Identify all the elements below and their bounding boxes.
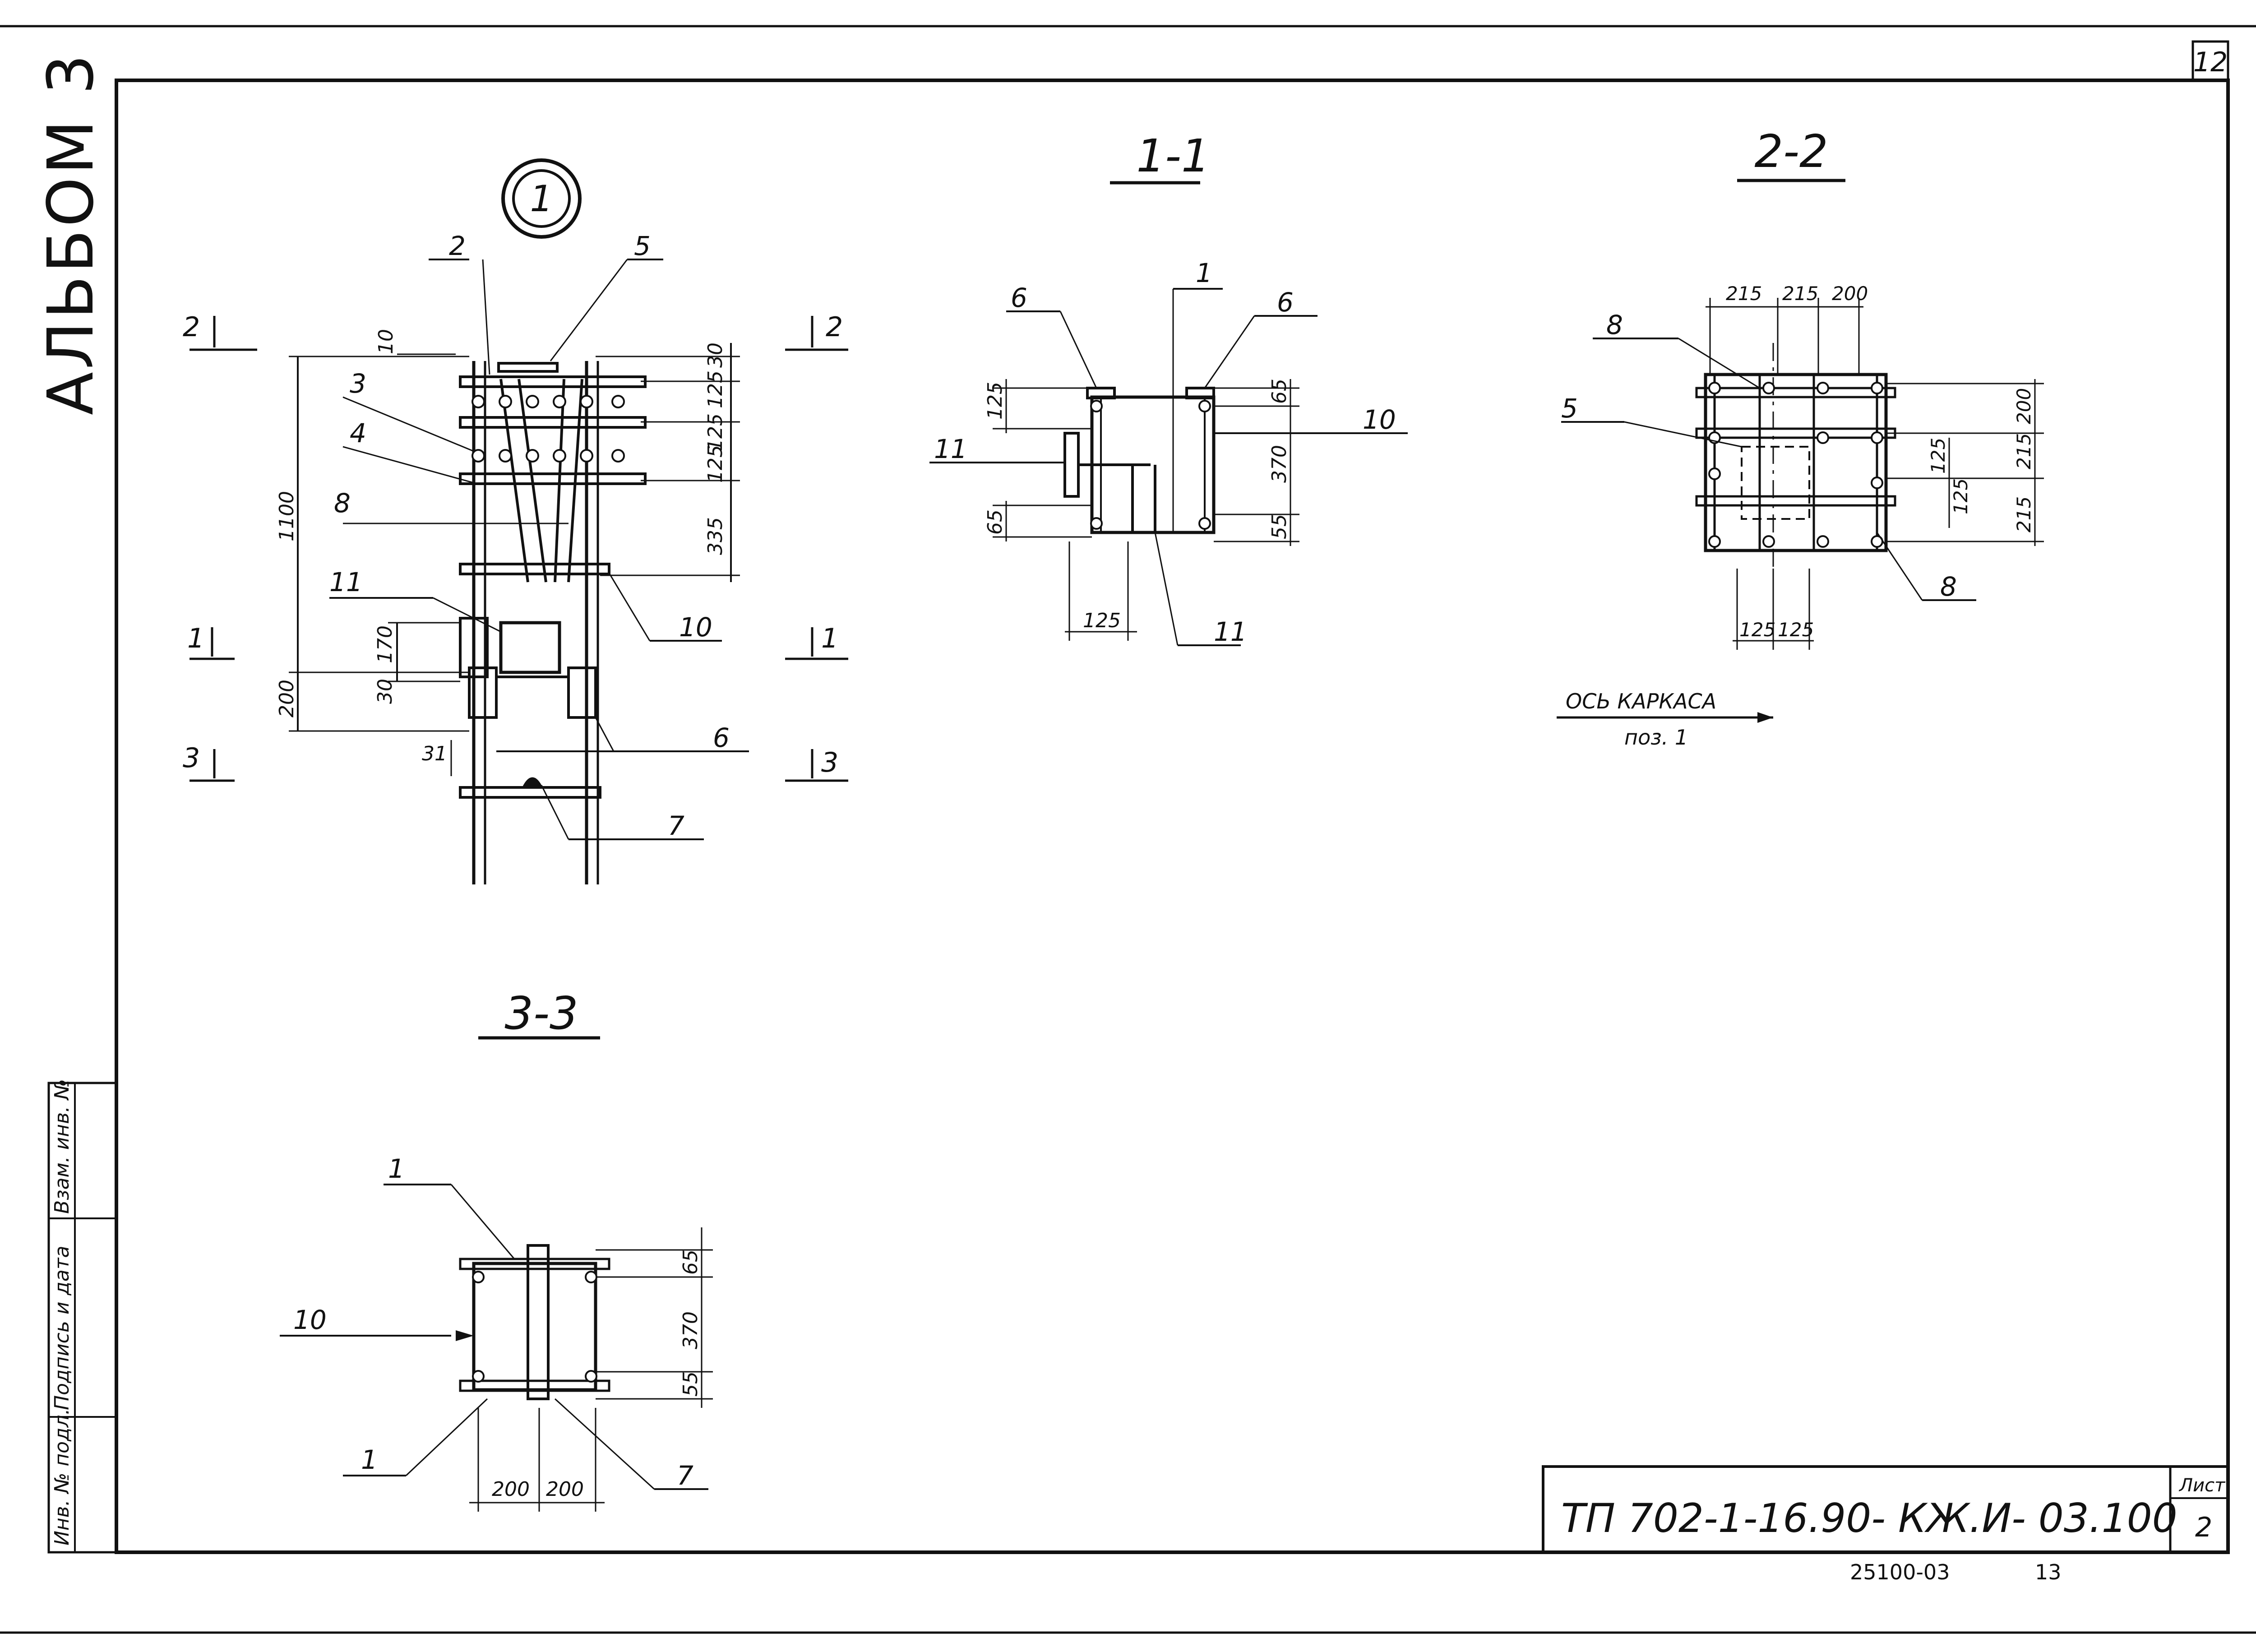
d1-dim-335: 335: [704, 517, 727, 555]
s22-leader-8b: 8: [1940, 571, 1957, 602]
s11-dim-125b: 125: [1083, 609, 1121, 632]
s33-dim-370: 370: [679, 1311, 702, 1349]
cut-mark-2-right: 2: [826, 311, 843, 343]
d1-leader-6: 6: [713, 722, 730, 753]
stamp-sign-date: Подпись и дата: [51, 1246, 74, 1410]
sheet-number: 2: [2195, 1512, 2212, 1543]
s33-dim-200a: 200: [492, 1478, 530, 1501]
cut-mark-2-left: 2: [183, 311, 200, 343]
cut-mark-3-right: 3: [821, 747, 838, 778]
d1-leader-2: 2: [449, 231, 466, 261]
s33-dim-200b: 200: [546, 1478, 584, 1501]
s11-dim-370: 370: [1268, 445, 1291, 483]
s22-dim-right-125b: 125: [1950, 478, 1972, 514]
detail-1-elevation: 1: [183, 158, 848, 884]
d1-dim-125a: 125: [704, 370, 727, 408]
d1-leader-8: 8: [334, 488, 351, 518]
s11-dim-65a: 65: [1268, 379, 1291, 404]
s11-dim-55: 55: [1268, 514, 1291, 539]
s22-dim-right-215b: 215: [2013, 496, 2035, 532]
d1-dim-30: 30: [704, 342, 727, 368]
cut-mark-1-left: 1: [187, 623, 204, 654]
s22-dim-right-200: 200: [2013, 388, 2035, 424]
s22-dim-bottom-125b: 125: [1778, 619, 1814, 641]
s22-dim-right-215a: 215: [2013, 433, 2035, 469]
d1-dim-30b: 30: [374, 679, 397, 704]
s33-leader-7: 7: [677, 1460, 693, 1491]
section-3-3: 3-3 65 370 55 200 200: [280, 987, 713, 1512]
s11-leader-1: 1: [1196, 258, 1212, 288]
drawing-code: ТП 702-1-16.90- КЖ.И- 03.100: [1561, 1495, 2177, 1541]
stamp-replace-inv: Взам. инв. №: [51, 1079, 74, 1214]
s33-dim-65: 65: [679, 1249, 702, 1275]
s22-dim-top-215a: 215: [1726, 282, 1762, 305]
d1-dim-1100: 1100: [275, 491, 298, 541]
s33-leader-1a: 1: [388, 1153, 405, 1184]
s22-axis-label: ОСЬ КАРКАСА: [1566, 689, 1716, 713]
s22-dim-right-125a: 125: [1927, 438, 1949, 474]
drawing-frame: [0, 25, 2256, 1634]
d1-leader-5: 5: [634, 231, 651, 261]
s22-leader-5: 5: [1561, 393, 1578, 424]
cut-mark-3-left: 3: [183, 742, 200, 774]
d1-dim-200: 200: [275, 680, 298, 717]
d1-leader-3: 3: [350, 368, 366, 399]
d1-dim-125b: 125: [704, 413, 727, 451]
section-2-2-title: 2-2: [1754, 125, 1828, 178]
d1-dim-10: 10: [374, 329, 398, 354]
footer-copy: 13: [2035, 1560, 2062, 1584]
cut-mark-1-right: 1: [821, 623, 838, 654]
s33-dim-55: 55: [679, 1371, 702, 1397]
album-label: АЛЬБОМ 3: [34, 51, 108, 415]
d1-leader-4: 4: [350, 418, 366, 449]
detail-marker-number: 1: [530, 178, 553, 220]
section-1-1: 1-1: [929, 130, 1408, 647]
s11-leader-11a: 11: [934, 434, 967, 464]
s22-dim-bottom-125a: 125: [1739, 619, 1775, 641]
s11-leader-6b: 6: [1277, 287, 1294, 318]
s11-leader-10: 10: [1363, 404, 1396, 435]
d1-dim-170: 170: [374, 625, 397, 663]
d1-leader-10: 10: [679, 612, 712, 643]
stamp-labels: Инв. № подл. Подпись и дата Взам. инв. №: [51, 1079, 74, 1546]
s33-leader-10: 10: [293, 1305, 327, 1335]
d1-leader-7: 7: [668, 810, 684, 841]
s33-leader-1b: 1: [361, 1444, 378, 1475]
d1-dim-31: 31: [422, 742, 447, 765]
s11-leader-6a: 6: [1011, 282, 1027, 313]
sheet-label: Лист: [2178, 1475, 2226, 1496]
d1-dim-125c: 125: [704, 445, 727, 483]
section-2-2: 2-2 215 215 200: [1557, 125, 2044, 750]
s22-dim-top-215b: 215: [1782, 282, 1818, 305]
s11-dim-65b: 65: [984, 509, 1007, 535]
footer-number: 25100-03: [1850, 1560, 1950, 1584]
sheet-page-number: 12: [2193, 46, 2228, 78]
s11-dim-125: 125: [984, 382, 1007, 420]
d1-leader-11: 11: [329, 567, 363, 597]
s22-leader-8a: 8: [1606, 310, 1623, 340]
section-1-1-title: 1-1: [1136, 130, 1210, 182]
stamp-inv-orig: Инв. № подл.: [51, 1408, 74, 1546]
s22-dim-top-200: 200: [1832, 282, 1868, 305]
s22-axis-pos: поз. 1: [1624, 725, 1688, 750]
s11-leader-11b: 11: [1214, 616, 1247, 647]
section-3-3-title: 3-3: [504, 987, 578, 1040]
